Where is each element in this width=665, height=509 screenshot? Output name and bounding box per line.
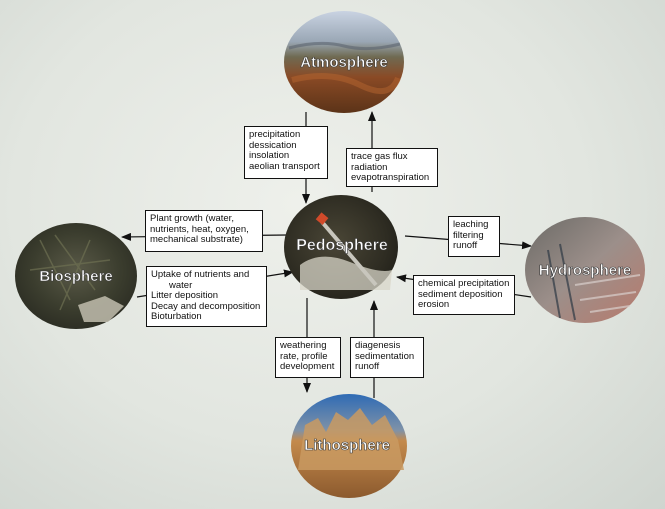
flux-box-lithosphere-to-pedosphere: diagenesis sedimentation runoff [350,337,424,378]
pedosphere-node: Pedosphere [284,195,398,299]
lithosphere-node: Lithosphere [291,394,407,498]
lithosphere-label: Lithosphere [304,437,390,454]
atmosphere-node: Atmosphere [284,11,404,113]
flux-box-pedosphere-to-biosphere: Plant growth (water, nutrients, heat, ox… [145,210,263,252]
flux-text: rate, profile [280,350,328,362]
flux-box-pedosphere-to-atmosphere: trace gas flux radiation evapotranspirat… [346,148,438,187]
flux-text: trace gas flux [351,151,408,162]
atmosphere-label: Atmosphere [300,54,388,71]
flux-text: dessication [249,139,297,151]
flux-text: insolation [249,150,290,161]
hydrosphere-node: Hydrosphere [525,217,645,323]
flux-text: Plant growth (water, [150,213,234,224]
flux-text: aeolian transport [249,160,320,172]
flux-text: Uptake of nutrients and [151,269,250,280]
flux-text: runoff [355,361,380,372]
flux-text: runoff [453,240,478,251]
flux-text: weathering [280,340,327,351]
flux-box-pedosphere-to-lithosphere: weathering rate, profile development [275,337,341,378]
flux-text: diagenesis [355,340,401,351]
flux-text: leaching [453,219,489,230]
hydrosphere-label: Hydrosphere [539,262,632,279]
flux-text: precipitation [249,129,301,140]
biosphere-node: Biosphere [15,223,137,329]
flux-text: water [169,279,193,291]
flux-box-biosphere-to-pedosphere: Uptake of nutrients and water Litter dep… [146,266,267,327]
flux-text: radiation [351,161,388,173]
hydrosphere-image [525,217,645,323]
flux-text: sedimentation [355,350,415,362]
flux-box-atmosphere-to-pedosphere: precipitation dessication insolation aeo… [244,126,328,179]
flux-box-pedosphere-to-hydrosphere: leaching filtering runoff [448,216,500,257]
flux-text: filtering [453,229,484,241]
flux-text: sediment deposition [418,288,503,300]
flux-text: erosion [418,299,450,310]
pedosphere-label: Pedosphere [296,237,388,254]
flux-text: evapotranspiration [351,172,430,183]
flux-text: development [280,361,335,372]
flux-text: chemical precipitation [418,278,510,289]
flux-box-hydrosphere-to-pedosphere: chemical precipitation sediment depositi… [413,275,515,315]
flux-text: Bioturbation [151,311,202,322]
flux-text: nutrients, heat, oxygen, [150,223,249,235]
flux-text: Decay and decomposition [151,300,261,312]
flux-text: mechanical substrate) [150,234,243,245]
flux-text: Litter deposition [151,290,219,301]
biosphere-label: Biosphere [39,268,112,285]
